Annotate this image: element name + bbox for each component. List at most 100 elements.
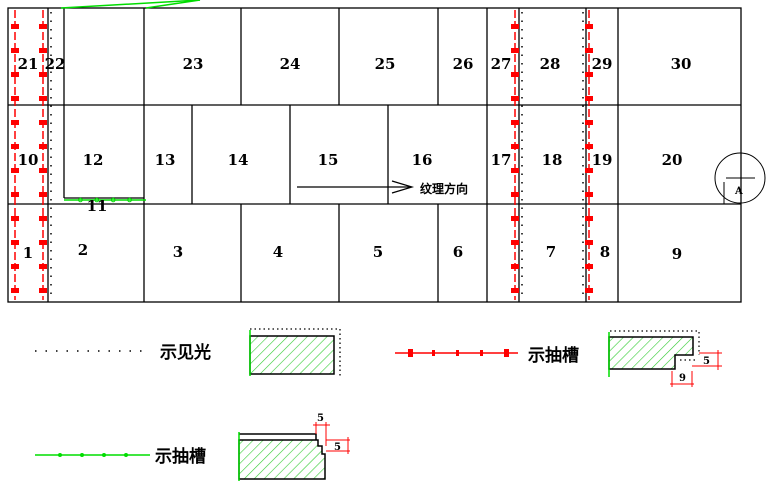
red-groove-tick [585, 288, 593, 293]
panel-label-19: 19 [592, 151, 613, 169]
red-groove-tick [585, 120, 593, 125]
red-groove-tick [11, 24, 19, 29]
red-groove-tick [511, 192, 519, 197]
panel-label-30: 30 [671, 55, 692, 73]
legend-green-groove: 示抽槽 5 5 [35, 413, 350, 481]
red-groove-tick [39, 240, 47, 245]
legend-red-groove: 示抽槽 5 9 [395, 330, 722, 387]
panel-label-15: 15 [318, 151, 339, 169]
panel-label-26: 26 [453, 55, 474, 73]
red-groove-tick [511, 264, 519, 269]
red-groove-dim-width: 9 [679, 373, 686, 384]
red-groove-tick [11, 120, 19, 125]
red-groove-tick [39, 72, 47, 77]
detail-mark-label: A [734, 186, 743, 197]
red-groove-tick [585, 24, 593, 29]
green-groove-dim-width: 5 [317, 413, 324, 424]
panel-label-14: 14 [228, 151, 249, 169]
red-groove-tick [39, 24, 47, 29]
legend-visible-edge: 示见光 [35, 328, 341, 377]
panel-label-3: 3 [173, 243, 183, 261]
red-groove-tick [11, 96, 19, 101]
red-groove-tick [585, 192, 593, 197]
red-groove-dim-depth: 5 [703, 356, 710, 367]
red-groove-tick [39, 168, 47, 173]
legend-visible-edge-label: 示见光 [160, 342, 211, 363]
red-groove-tick [585, 96, 593, 101]
groove-markings [11, 0, 593, 300]
panel-label-10: 10 [18, 151, 39, 169]
red-groove-tick [11, 144, 19, 149]
panel-label-5: 5 [373, 243, 383, 261]
panel-label-28: 28 [540, 55, 561, 73]
panel-label-27: 27 [491, 55, 512, 73]
panel-label-20: 20 [662, 151, 683, 169]
red-groove-tick [585, 216, 593, 221]
red-groove-tick [39, 216, 47, 221]
red-groove-tick [11, 48, 19, 53]
panel-label-23: 23 [183, 55, 204, 73]
red-groove-tick [511, 120, 519, 125]
red-groove-tick [511, 48, 519, 53]
green-groove-dot [94, 197, 100, 203]
red-groove-tick [11, 72, 19, 77]
red-groove-tick [585, 168, 593, 173]
panel-label-24: 24 [280, 55, 301, 73]
red-groove-tick [39, 192, 47, 197]
red-groove-tick [585, 72, 593, 77]
red-groove-tick [11, 168, 19, 173]
panel-label-8: 8 [600, 243, 610, 261]
panel-grid [7, 7, 742, 303]
red-groove-tick [511, 72, 519, 77]
red-groove-tick [511, 24, 519, 29]
green-groove-dot [127, 197, 132, 203]
red-groove-tick [39, 288, 47, 293]
red-groove-tick [511, 96, 519, 101]
green-groove-line [145, 0, 201, 9]
panel-label-2: 2 [78, 241, 88, 259]
panel-label-18: 18 [542, 151, 563, 169]
red-groove-tick [11, 240, 19, 245]
green-groove-line [60, 0, 201, 9]
panel-label-29: 29 [592, 55, 613, 73]
panel-label-12: 12 [83, 151, 104, 169]
red-groove-tick [511, 240, 519, 245]
panel-label-25: 25 [375, 55, 396, 73]
panel-label-4: 4 [273, 243, 283, 261]
red-groove-tick [39, 264, 47, 269]
panel-label-22: 22 [45, 55, 66, 73]
red-groove-tick [11, 192, 19, 197]
grain-direction-label: 纹理方向 [420, 181, 468, 196]
panel-label-21: 21 [18, 55, 39, 73]
red-groove-tick [511, 168, 519, 173]
red-groove-tick [39, 48, 47, 53]
red-groove-tick [511, 144, 519, 149]
panel-label-9: 9 [672, 245, 682, 263]
grain-direction-arrow: 纹理方向 [297, 180, 468, 196]
panel-label-17: 17 [491, 151, 512, 169]
red-groove-tick [11, 264, 19, 269]
red-groove-tick [11, 216, 19, 221]
red-groove-tick [585, 48, 593, 53]
red-groove-tick [39, 144, 47, 149]
red-groove-tick [511, 288, 519, 293]
green-groove-dim-depth: 5 [334, 442, 341, 453]
panel-label-11: 11 [87, 197, 108, 215]
green-groove-dot [110, 197, 116, 203]
detail-callout: A [714, 150, 766, 204]
green-groove-dot [78, 197, 83, 203]
red-groove-tick [39, 120, 47, 125]
panel-label-13: 13 [155, 151, 176, 169]
red-groove-tick [11, 288, 19, 293]
panel-label-6: 6 [453, 243, 463, 261]
legend-green-groove-label: 示抽槽 [155, 446, 206, 467]
red-groove-tick [511, 216, 519, 221]
red-groove-tick [585, 264, 593, 269]
legend-red-groove-label: 示抽槽 [528, 345, 579, 366]
panel-label-1: 1 [23, 244, 33, 262]
red-groove-tick [585, 240, 593, 245]
red-groove-tick [585, 144, 593, 149]
red-groove-tick [39, 96, 47, 101]
